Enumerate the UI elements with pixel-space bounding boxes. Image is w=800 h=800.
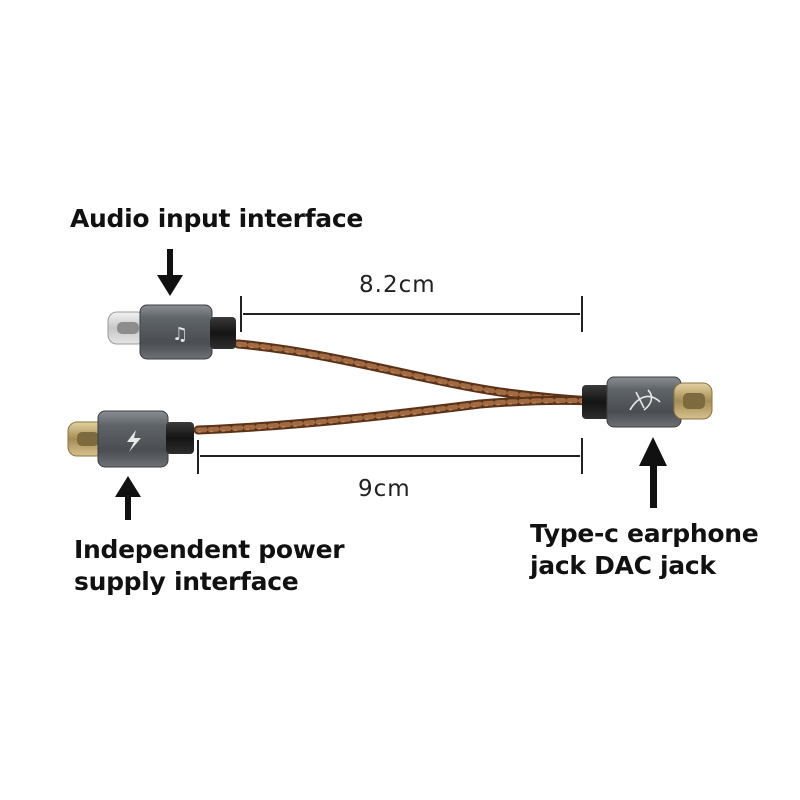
lightning-bolt-icon — [127, 430, 141, 452]
power-supply-plug — [67, 410, 194, 468]
music-note-icon: ♫ — [172, 324, 188, 345]
dimension-line-top — [240, 296, 583, 332]
power-label-line1: Independent power — [74, 535, 345, 564]
brand-logo-icon — [629, 389, 661, 411]
dimension-line-bottom — [197, 438, 583, 474]
typec-label-line1: Type-c earphone — [530, 519, 759, 548]
power-supply-label: Independent power supply interface — [74, 534, 345, 598]
braided-cable-top — [233, 339, 597, 406]
arrow-up-power — [115, 476, 141, 520]
audio-input-label: Audio input interface — [70, 204, 364, 233]
typec-label: Type-c earphone jack DAC jack — [530, 518, 759, 582]
audio-input-plug: ♫ — [107, 304, 236, 360]
typec-label-line2: jack DAC jack — [530, 551, 716, 580]
arrow-up-typec — [639, 437, 667, 508]
arrow-down-audio — [157, 249, 183, 296]
power-label-line2: supply interface — [74, 567, 299, 596]
dimension-bottom-label: 9cm — [358, 476, 411, 502]
braided-cable-bottom — [193, 395, 597, 435]
dimension-top-label: 8.2cm — [359, 272, 436, 298]
typec-dac-plug — [582, 376, 713, 428]
